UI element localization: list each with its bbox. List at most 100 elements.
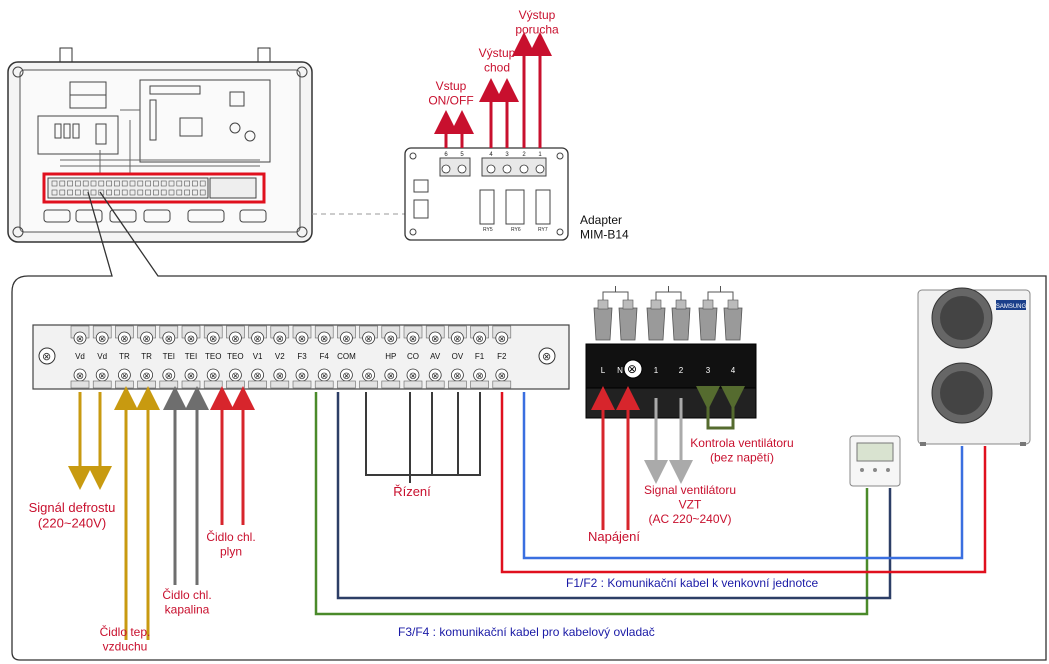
svg-text:⊗: ⊗: [42, 351, 51, 363]
svg-text:⊗: ⊗: [76, 371, 84, 382]
adapter-terminal-num: 2: [522, 152, 526, 158]
svg-text:⊗: ⊗: [298, 371, 306, 382]
svg-text:⊗: ⊗: [276, 371, 284, 382]
terminal-label: HP: [385, 352, 396, 361]
power-terminal-label: 4: [731, 366, 736, 375]
adapter-terminal-num: 4: [489, 152, 493, 158]
fan-check-label: Kontrola ventilátoru(bez napětí): [690, 436, 793, 464]
control-box: [7, 47, 313, 243]
terminal-label: TR: [141, 352, 152, 361]
svg-text:⊗: ⊗: [209, 371, 217, 382]
svg-text:⊗: ⊗: [475, 371, 483, 382]
liquid-sensor-label: Čidlo chl.kapalina: [162, 587, 211, 616]
svg-text:⊗: ⊗: [542, 351, 551, 363]
svg-text:⊗: ⊗: [342, 334, 350, 345]
relay-label-ry7: RY7: [538, 227, 548, 233]
output-arrows: [434, 32, 552, 148]
gas-sensor-label: Čidlo chl.plyn: [206, 529, 255, 558]
svg-text:⊗: ⊗: [253, 371, 261, 382]
svg-text:⊗: ⊗: [253, 334, 261, 345]
svg-text:⊗: ⊗: [364, 334, 372, 345]
svg-text:⊗: ⊗: [387, 371, 395, 382]
adapter-terminal-num: 6: [444, 152, 448, 158]
svg-text:⊗: ⊗: [431, 334, 439, 345]
svg-text:⊗: ⊗: [431, 371, 439, 382]
svg-text:⊗: ⊗: [98, 371, 106, 382]
terminal-label: V1: [253, 352, 263, 361]
power-label: Napájení: [588, 529, 640, 544]
adapter-board: 6 5 4 3 2 1 RY5 RY6 RY7: [404, 147, 569, 241]
terminal-label: AV: [430, 352, 441, 361]
svg-text:⊗: ⊗: [364, 371, 372, 382]
power-terminal-label: 3: [706, 366, 711, 375]
svg-text:⊗: ⊗: [298, 334, 306, 345]
terminal-label: V2: [275, 352, 285, 361]
svg-text:⊗: ⊗: [209, 334, 217, 345]
svg-text:⊗: ⊗: [409, 334, 417, 345]
terminal-label: F1: [475, 352, 485, 361]
svg-text:⊗: ⊗: [475, 334, 483, 345]
relay-label-ry6: RY6: [511, 227, 521, 233]
svg-text:⊗: ⊗: [453, 371, 461, 382]
terminal-label: F2: [497, 352, 507, 361]
power-terminal-label: 2: [679, 366, 684, 375]
air-temp-label: Čidlo tep.vzduchu: [100, 624, 151, 653]
power-terminal-label: 1: [654, 366, 659, 375]
terminal-label: F4: [320, 352, 330, 361]
f1f2-label: F1/F2 : Komunikační kabel k venkovní jed…: [566, 576, 818, 590]
svg-text:⊗: ⊗: [142, 371, 150, 382]
svg-text:⊗: ⊗: [387, 334, 395, 345]
svg-text:⊗: ⊗: [120, 334, 128, 345]
terminal-label: CO: [407, 352, 419, 361]
svg-text:⊗: ⊗: [276, 334, 284, 345]
svg-text:⊗: ⊗: [76, 334, 84, 345]
svg-text:⊗: ⊗: [98, 334, 106, 345]
f3f4-label: F3/F4 : komunikační kabel pro kabelový o…: [398, 625, 655, 639]
defrost-label: Signál defrostu(220~240V): [29, 500, 116, 531]
adapter-terminal-num: 3: [505, 152, 509, 158]
terminal-label: F3: [297, 352, 307, 361]
terminal-label: TR: [119, 352, 130, 361]
wires: [68, 386, 987, 640]
svg-text:⊗: ⊗: [627, 362, 637, 376]
adapter-terminal-num: 5: [460, 152, 464, 158]
svg-text:⊗: ⊗: [165, 334, 173, 345]
svg-text:⊗: ⊗: [231, 371, 239, 382]
terminal-label: TEO: [205, 352, 221, 361]
svg-text:⊗: ⊗: [498, 334, 506, 345]
adapter-terminal-num: 1: [538, 152, 542, 158]
svg-text:⊗: ⊗: [187, 334, 195, 345]
terminal-label: TEI: [163, 352, 175, 361]
terminal-label: TEI: [185, 352, 197, 361]
terminal-label: Vd: [75, 352, 85, 361]
svg-text:⊗: ⊗: [453, 334, 461, 345]
control-label: Řízení: [393, 484, 431, 499]
svg-text:⊗: ⊗: [120, 371, 128, 382]
wired-controller: [849, 435, 901, 487]
svg-text:⊗: ⊗: [320, 334, 328, 345]
svg-text:⊗: ⊗: [498, 371, 506, 382]
svg-text:⊗: ⊗: [142, 334, 150, 345]
svg-text:⊗: ⊗: [342, 371, 350, 382]
svg-text:⊗: ⊗: [165, 371, 173, 382]
relay-label-ry5: RY5: [483, 227, 493, 233]
power-terminal-block: ⊗ L⊗N⊗1⊗2⊗3⊗4⊗: [585, 286, 757, 419]
terminal-label: Vd: [97, 352, 107, 361]
svg-text:⊗: ⊗: [320, 371, 328, 382]
terminal-label: COM: [337, 352, 356, 361]
svg-text:⊗: ⊗: [187, 371, 195, 382]
svg-text:⊗: ⊗: [409, 371, 417, 382]
svg-text:⊗: ⊗: [231, 334, 239, 345]
terminal-label: OV: [452, 352, 464, 361]
detail-callout: [11, 191, 1047, 661]
main-terminal-block: ⊗ ⊗ ⊗Vd⊗⊗Vd⊗⊗TR⊗⊗TR⊗⊗TEI⊗⊗TEI⊗⊗TEO⊗⊗TEO⊗…: [32, 324, 570, 390]
outdoor-brand: SAMSUNG: [996, 304, 1027, 310]
power-terminal-label: N: [617, 366, 623, 375]
power-terminal-label: L: [601, 366, 606, 375]
